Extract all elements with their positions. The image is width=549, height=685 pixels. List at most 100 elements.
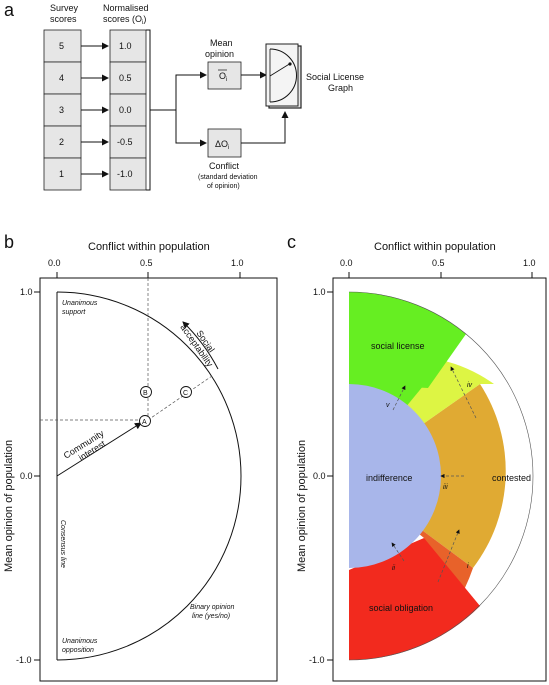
normalised-header-line2: scores (Oi): [103, 14, 146, 26]
panel-c-x-ticks: 0.0 0.5 1.0: [340, 258, 536, 278]
connector-conflict-to-graph: [241, 111, 289, 144]
normalised-score-box: [109, 93, 147, 127]
unanimous-support-line2: support: [62, 309, 86, 316]
point-c: C: [180, 386, 192, 398]
survey-score-value: 3: [59, 105, 64, 115]
connector-to-conflict: [175, 110, 207, 147]
panel-c-y-title: Mean opinion of population: [296, 440, 308, 572]
normalised-score-value: -1.0: [117, 169, 133, 179]
conflict-subtitle-line2: of opinion): [207, 183, 240, 190]
survey-header-line2: scores: [50, 14, 77, 24]
normalised-score-box: [109, 125, 147, 159]
point-c-label: C: [183, 390, 188, 397]
transition-label-v: v: [386, 402, 390, 409]
transition-arrow-ii: [391, 542, 405, 562]
panel-a: a Survey scores Normalised scores (Oi) 5…: [4, 0, 364, 191]
mean-opinion-box: [207, 61, 242, 90]
normalised-score-value: 0.0: [119, 105, 132, 115]
conflict-title: Conflict: [209, 161, 240, 171]
label-social-license: social license: [371, 341, 425, 351]
panel-c: c Conflict within population 0.0 0.5 1.0…: [287, 232, 547, 682]
transition-label-i: i: [467, 563, 469, 570]
conflict-box: [207, 128, 242, 158]
unanimous-opposition-line1: Unanimous: [62, 638, 98, 645]
panel-b-x-title: Conflict within population: [88, 241, 210, 253]
normalised-header-line1: Normalised: [103, 3, 149, 13]
region-social-license-upper: [349, 292, 466, 388]
label-social-obligation: social obligation: [369, 603, 433, 613]
community-interest-arrow: [56, 422, 142, 477]
mean-symbol: Oi: [219, 71, 227, 83]
panel-c-letter: c: [287, 232, 296, 252]
panel-b-frame: [39, 277, 278, 682]
region-indifference: [349, 384, 441, 568]
transition-label-iv: iv: [467, 382, 473, 389]
normalised-score-box: [109, 61, 147, 95]
graph-icon-vector: [269, 62, 292, 77]
survey-score-value: 5: [59, 41, 64, 51]
transition-label-iii: iii: [443, 484, 448, 491]
panel-b-x-tick-1: 0.5: [140, 258, 153, 268]
survey-score-value: 1: [59, 169, 64, 179]
graph-icon-point: [288, 62, 292, 66]
graph-icon: [265, 43, 299, 107]
panel-b-y-tick-1: 0.0: [20, 471, 33, 481]
binary-line-label-line2: line (yes/no): [192, 613, 230, 620]
binary-line-label-line1: Binary opinion: [190, 604, 234, 611]
normalised-score-box: [109, 29, 147, 63]
consensus-line-label: Consensus line: [59, 520, 66, 568]
transition-arrow-iv: [450, 366, 477, 419]
panel-b: b Conflict within population 0.0 0.5 1.0…: [3, 232, 278, 682]
survey-score-column: 5 4 3 2 1: [43, 29, 109, 191]
social-acceptability-arrow: [182, 321, 219, 370]
mean-title-line2: opinion: [205, 49, 234, 59]
panel-c-outer-arc: [348, 291, 534, 661]
guide-diagonal: [147, 375, 213, 421]
panel-b-x-ticks: 0.0 0.5 1.0: [48, 258, 244, 278]
panel-c-x-tick-1: 0.5: [432, 258, 445, 268]
panel-c-x-tick-0: 0.0: [340, 258, 353, 268]
panel-c-y-ticks: 1.0 0.0 -1.0: [309, 287, 333, 665]
transition-arrow-i: [437, 529, 460, 583]
panel-c-frame: [332, 277, 547, 682]
normalised-score-box: [109, 157, 147, 191]
panel-b-y-tick-2: -1.0: [16, 655, 32, 665]
survey-score-box: [43, 61, 82, 95]
panel-b-y-ticks: 1.0 0.0 -1.0: [16, 287, 40, 665]
graph-icon-arc: [269, 48, 297, 103]
survey-score-box: [43, 29, 82, 63]
normalised-score-value: -0.5: [117, 137, 133, 147]
survey-score-value: 4: [59, 73, 64, 83]
unanimous-support-line1: Unanimous: [62, 300, 98, 307]
region-social-obligation: [349, 538, 480, 661]
panel-c-y-tick-0: 1.0: [313, 287, 326, 297]
conflict-symbol: ΔOi: [215, 139, 229, 151]
point-b-label: B: [143, 390, 148, 397]
survey-score-box: [43, 93, 82, 127]
graph-label-line1: Social License: [306, 72, 364, 82]
panel-c-y-tick-1: 0.0: [313, 471, 326, 481]
connector-to-mean: [150, 71, 207, 111]
conflict-subtitle-line1: (standard deviation: [198, 174, 258, 181]
panel-c-x-tick-2: 1.0: [523, 258, 536, 268]
unanimous-opposition-line2: opposition: [62, 647, 94, 654]
panel-a-letter: a: [4, 0, 15, 20]
label-contested: contested: [492, 473, 531, 483]
survey-score-value: 2: [59, 137, 64, 147]
point-b: B: [140, 386, 152, 398]
score-bracket: [146, 29, 151, 191]
panel-b-letter: b: [4, 232, 14, 252]
survey-header-line1: Survey: [50, 3, 79, 13]
panel-b-y-tick-0: 1.0: [20, 287, 33, 297]
mean-title-line1: Mean: [210, 38, 233, 48]
normalised-score-value: 0.5: [119, 73, 132, 83]
panel-b-x-tick-0: 0.0: [48, 258, 61, 268]
transition-label-ii: ii: [392, 565, 396, 572]
normalised-score-value: 1.0: [119, 41, 132, 51]
normalised-score-column: 1.0 0.5 0.0 -0.5 -1.0: [109, 29, 147, 191]
label-indifference: indifference: [366, 473, 412, 483]
point-a-label: A: [142, 419, 147, 426]
panel-c-y-tick-2: -1.0: [309, 655, 325, 665]
transition-arrow-v: [392, 385, 406, 411]
